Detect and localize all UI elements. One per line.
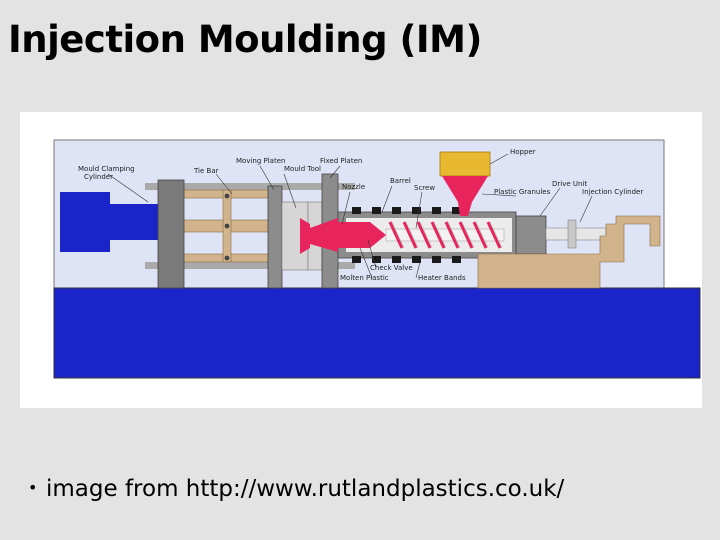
label-fixed-platen: Fixed Platen [320,157,362,165]
bullet-marker: • [28,478,38,497]
linkage-pin-2 [224,223,230,229]
injection-cylinder-mount [567,219,577,249]
label-tie-bar: Tie Bar [193,167,219,175]
machine-illustration: Mould Clamping Cylinder Tie Bar Moving P… [53,139,701,379]
label-barrel: Barrel [390,177,411,185]
label-plastic-granules: Plastic Granules [494,188,551,196]
clamping-cylinder-rod [110,204,158,240]
label-nozzle: Nozzle [342,183,365,191]
hopper-throat [442,176,488,216]
linkage-pin-1 [224,193,230,199]
linkage-pin-3 [224,255,230,261]
injection-moulding-diagram: Mould Clamping Cylinder Tie Bar Moving P… [20,112,702,408]
label-drive-unit: Drive Unit [552,180,587,188]
screw [385,221,505,249]
slide-title: Injection Moulding (IM) [8,18,482,61]
carriage-frame [477,215,661,289]
rear-platen [157,179,185,289]
label-molten-plastic: Molten Plastic [340,274,389,282]
tie-bar-bottom [145,262,355,269]
callout-lines [107,153,593,279]
label-mould-tool: Mould Tool [284,165,321,173]
tie-bar-top [145,183,355,190]
clamping-cylinder-body [60,192,110,252]
mould-cavity [300,218,310,254]
label-injection-cylinder: Injection Cylinder [582,188,643,196]
label-check-valve: Check Valve [370,264,413,272]
molten-plastic [338,222,386,248]
label-hopper: Hopper [510,148,536,156]
heater-bands [352,207,461,263]
label-mould-clamping-cylinder-2: Cylinder [84,173,113,181]
moving-platen [267,185,283,289]
label-moving-platen: Moving Platen [236,157,285,165]
source-bullet: • image from http://www.rutlandplastics.c… [28,476,564,502]
label-heater-bands: Heater Bands [418,274,466,282]
label-screw: Screw [414,184,435,192]
label-mould-clamping-cylinder: Mould Clamping [78,165,135,173]
hopper [439,151,491,177]
machine-base [53,287,701,379]
drive-unit [515,215,547,255]
nozzle [310,218,338,252]
source-text: image from http://www.rutlandplastics.co… [46,476,565,502]
